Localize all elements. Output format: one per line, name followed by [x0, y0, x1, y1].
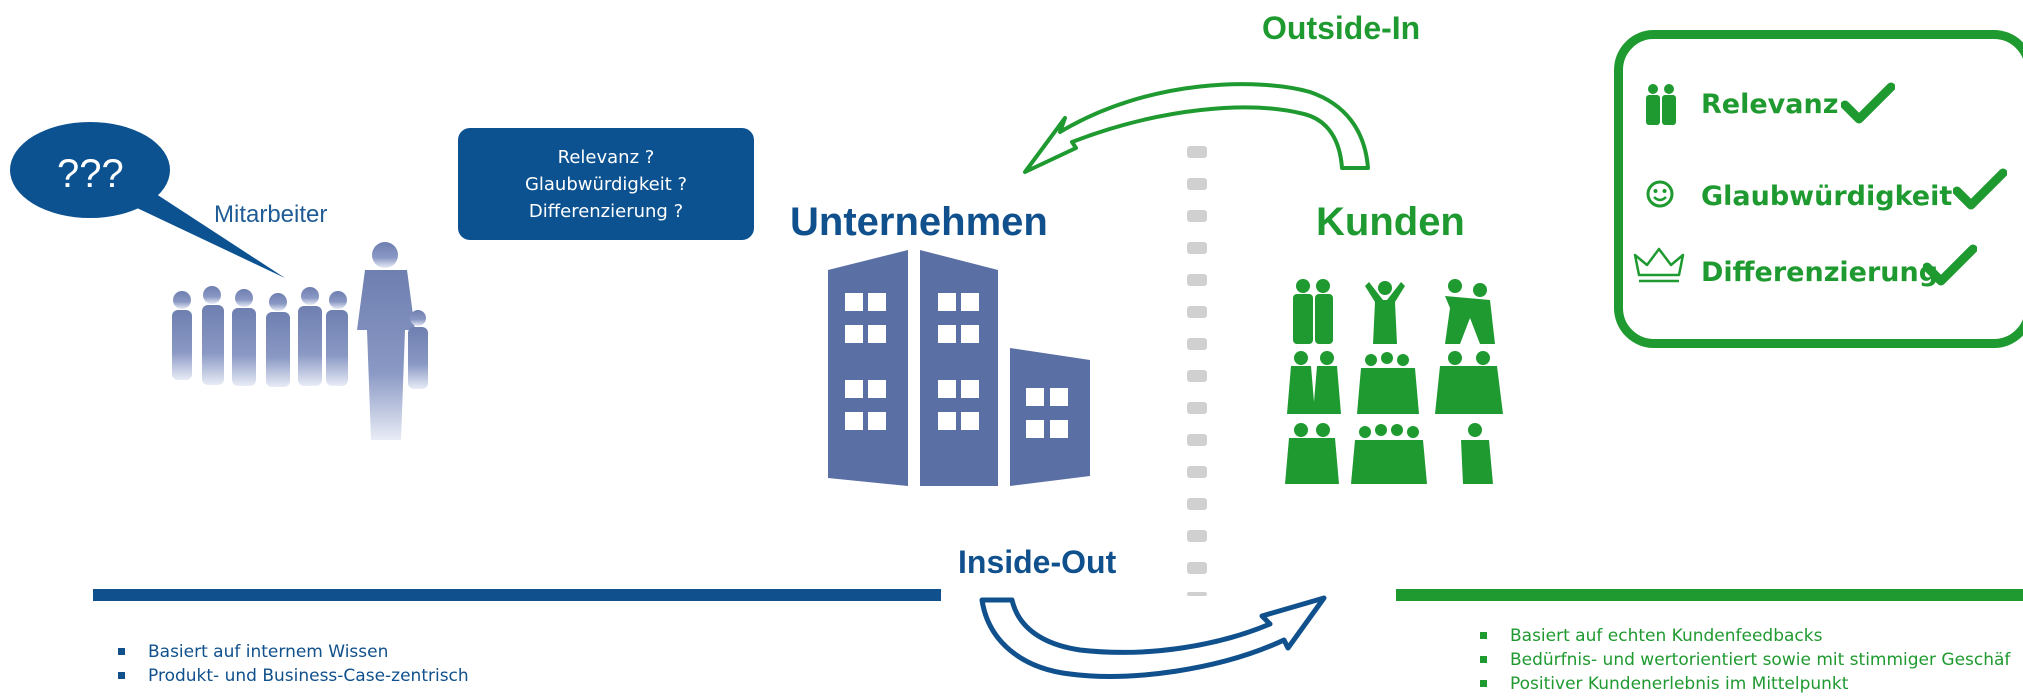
right-bullet-list: Basiert auf echten Kundenfeedbacks Bedür…: [1480, 624, 2010, 696]
right-bullet-item: Bedürfnis- und wertorientiert sowie mit …: [1480, 648, 2010, 672]
left-bullet-item: Produkt- und Business-Case-zentrisch: [118, 664, 469, 688]
checklist-box: Relevanz Glaubwürdigkeit Differenzierung: [1614, 30, 2023, 348]
check-icon: [1841, 82, 1895, 124]
left-divider: [93, 589, 941, 601]
right-divider: [1396, 589, 2023, 601]
outside-in-arrow: [1023, 82, 1370, 174]
left-bullet-item: Basiert auf internem Wissen: [118, 640, 469, 664]
inside-out-arrow: [979, 595, 1327, 679]
inside-out-label: Inside-Out: [958, 544, 1117, 580]
checklist-item-relevanz: Relevanz: [1701, 89, 1839, 120]
right-bullet-item: Basiert auf echten Kundenfeedbacks: [1480, 624, 2010, 648]
speech-bubble: [10, 122, 285, 278]
employee-label: Mitarbeiter: [214, 201, 328, 228]
question-differenzierung: Differenzierung ?: [528, 200, 684, 222]
checklist-item-differenzierung: Differenzierung: [1701, 257, 1939, 288]
check-icon: [1953, 168, 2007, 210]
right-bullet-item: Positiver Kundenerlebnis im Mittelpunkt: [1480, 672, 2010, 696]
company-title: Unternehmen: [790, 200, 1048, 244]
people-icon: [1646, 84, 1676, 125]
check-icon: [1923, 244, 1977, 286]
employees-icon: [172, 242, 428, 440]
separator-line: [1187, 146, 1207, 596]
smiley-icon: [1646, 180, 1674, 208]
question-box: Relevanz ? Glaubwürdigkeit ? Differenzie…: [458, 128, 754, 240]
speech-bubble-text: ???: [57, 152, 124, 196]
question-glaubwuerdigkeit: Glaubwürdigkeit ?: [524, 173, 688, 195]
crown-icon: [1633, 247, 1685, 283]
customers-icon: [1285, 279, 1503, 484]
building-icon: [828, 250, 1090, 486]
outside-in-label: Outside-In: [1262, 10, 1421, 46]
customers-title: Kunden: [1316, 200, 1465, 244]
checklist-item-glaubwuerdigkeit: Glaubwürdigkeit: [1701, 181, 1953, 212]
question-relevanz: Relevanz ?: [557, 146, 655, 168]
